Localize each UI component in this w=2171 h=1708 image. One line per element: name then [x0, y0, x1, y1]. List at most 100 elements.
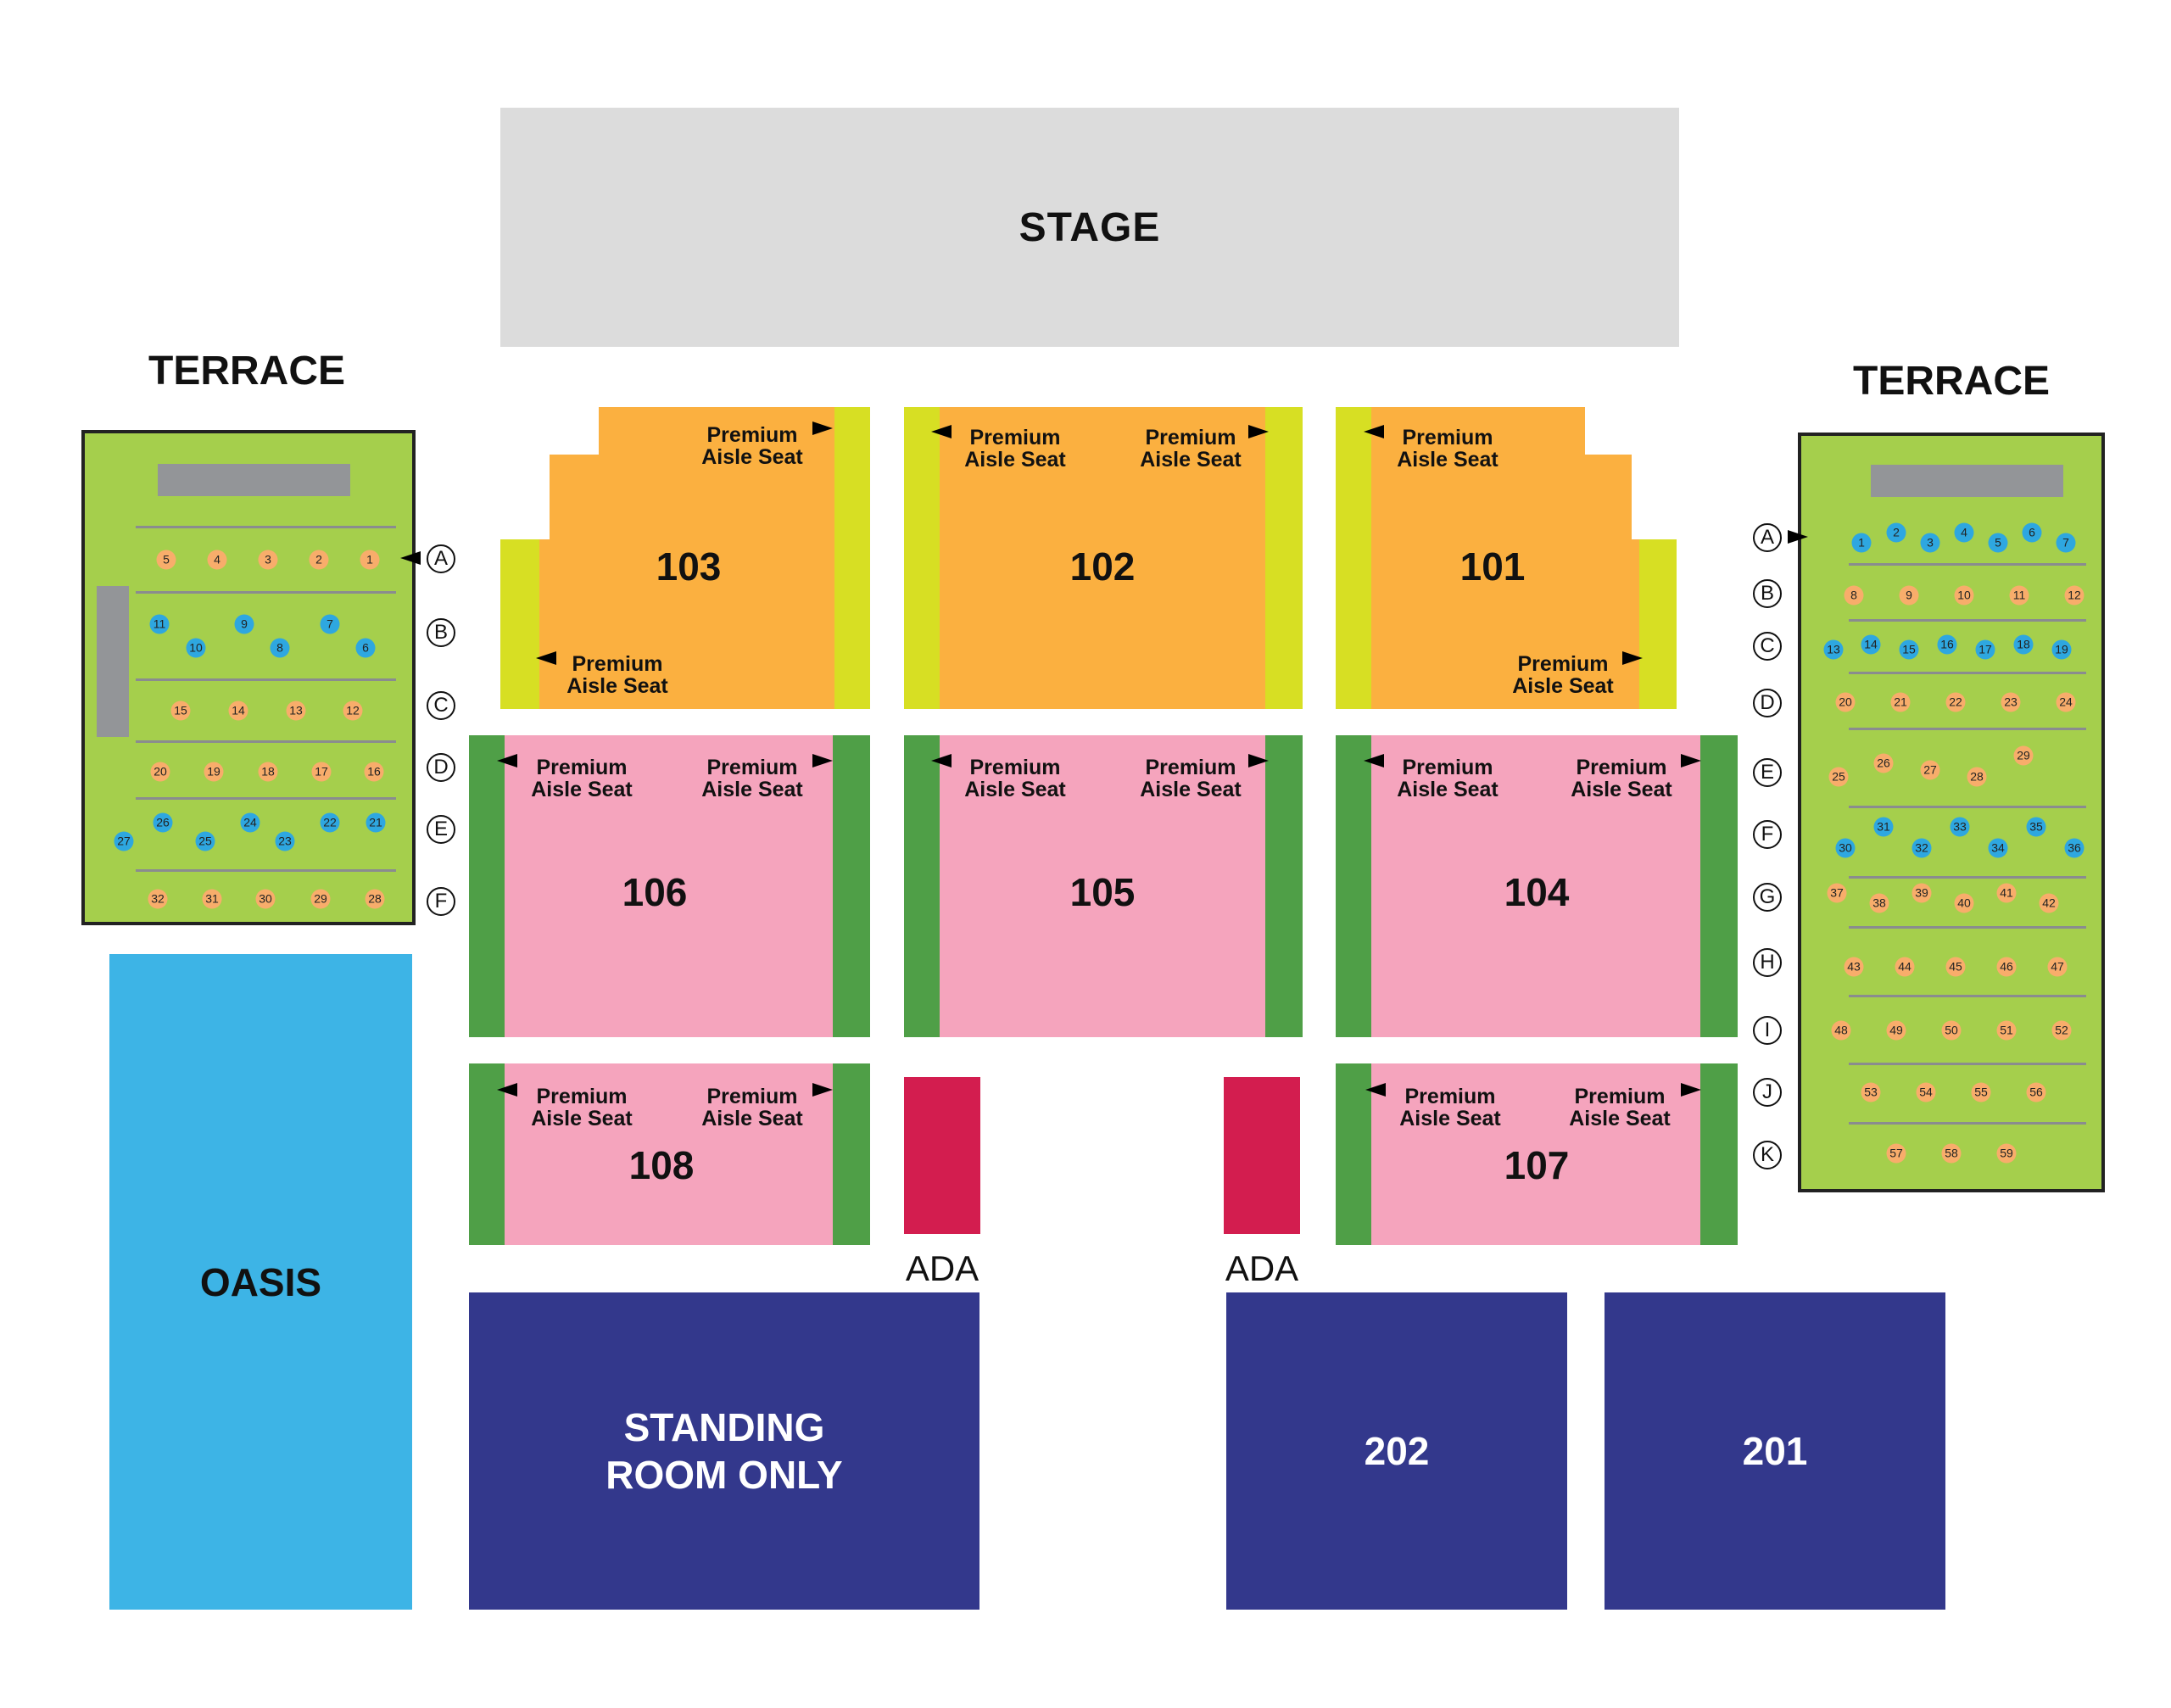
- terrace-right-seat-2[interactable]: 2: [1886, 522, 1906, 543]
- terrace-right-seat-46[interactable]: 46: [1996, 957, 2017, 977]
- terrace-left-seat-32[interactable]: 32: [148, 889, 168, 909]
- terrace-right-seat-18[interactable]: 18: [2013, 634, 2034, 655]
- terrace-left-seat-29[interactable]: 29: [310, 889, 331, 909]
- terrace-right-seat-3[interactable]: 3: [1920, 533, 1940, 553]
- terrace-right-seat-26[interactable]: 26: [1873, 753, 1894, 773]
- terrace-right-seat-55[interactable]: 55: [1971, 1082, 1991, 1102]
- terrace-right-seat-4[interactable]: 4: [1954, 522, 1974, 543]
- terrace-right-seat-32[interactable]: 32: [1911, 838, 1932, 858]
- terrace-right-seat-49[interactable]: 49: [1886, 1020, 1906, 1041]
- terrace-left-seat-12[interactable]: 12: [343, 701, 363, 721]
- terrace-left-seat-13[interactable]: 13: [286, 701, 306, 721]
- terrace-left-seat-21[interactable]: 21: [366, 812, 386, 833]
- terrace-left-seat-14[interactable]: 14: [228, 701, 248, 721]
- terrace-right-seat-11[interactable]: 11: [2009, 585, 2029, 606]
- terrace-left-seat-19[interactable]: 19: [204, 762, 224, 782]
- terrace-right-seat-7[interactable]: 7: [2056, 533, 2076, 553]
- terrace-right-seat-47[interactable]: 47: [2047, 957, 2068, 977]
- terrace-right-seat-10[interactable]: 10: [1954, 585, 1974, 606]
- terrace-left-seat-9[interactable]: 9: [234, 614, 254, 634]
- terrace-left-seat-24[interactable]: 24: [240, 812, 260, 833]
- terrace-right-seat-17[interactable]: 17: [1975, 639, 1995, 660]
- standing-room-only[interactable]: STANDING ROOM ONLY: [469, 1292, 979, 1610]
- terrace-right-seat-25[interactable]: 25: [1828, 767, 1849, 787]
- terrace-right-seat-14[interactable]: 14: [1861, 634, 1881, 655]
- terrace-left-seat-5[interactable]: 5: [156, 550, 176, 570]
- terrace-right-seat-28[interactable]: 28: [1967, 767, 1987, 787]
- terrace-right-seat-42[interactable]: 42: [2039, 893, 2059, 913]
- terrace-right-seat-41[interactable]: 41: [1996, 883, 2017, 903]
- terrace-right-seat-21[interactable]: 21: [1890, 692, 1911, 712]
- section-202[interactable]: 202: [1226, 1292, 1567, 1610]
- terrace-right-seat-38[interactable]: 38: [1869, 893, 1889, 913]
- terrace-right-seat-30[interactable]: 30: [1835, 838, 1856, 858]
- terrace-right-seat-24[interactable]: 24: [2056, 692, 2076, 712]
- terrace-right-seat-43[interactable]: 43: [1844, 957, 1864, 977]
- terrace-left-seat-3[interactable]: 3: [258, 550, 278, 570]
- terrace-right-seat-36[interactable]: 36: [2064, 838, 2084, 858]
- oasis-area[interactable]: OASIS: [109, 954, 412, 1610]
- ada-area-left[interactable]: [904, 1077, 980, 1234]
- terrace-right-seat-15[interactable]: 15: [1899, 639, 1919, 660]
- terrace-right-seat-57[interactable]: 57: [1886, 1143, 1906, 1164]
- terrace-right-seat-48[interactable]: 48: [1831, 1020, 1851, 1041]
- terrace-left-seat-31[interactable]: 31: [202, 889, 222, 909]
- terrace-right-seat-16[interactable]: 16: [1937, 634, 1957, 655]
- terrace-right-seat-27[interactable]: 27: [1920, 760, 1940, 780]
- section-201[interactable]: 201: [1605, 1292, 1945, 1610]
- terrace-right-seat-51[interactable]: 51: [1996, 1020, 2017, 1041]
- terrace-right-seat-23[interactable]: 23: [2001, 692, 2021, 712]
- terrace-left-seat-26[interactable]: 26: [153, 812, 173, 833]
- terrace-right-seat-58[interactable]: 58: [1941, 1143, 1962, 1164]
- terrace-left-seat-10[interactable]: 10: [186, 638, 206, 658]
- terrace-right-seat-5[interactable]: 5: [1988, 533, 2008, 553]
- terrace-right-seat-19[interactable]: 19: [2051, 639, 2072, 660]
- terrace-right-seat-56[interactable]: 56: [2026, 1082, 2046, 1102]
- terrace-right-seat-9[interactable]: 9: [1899, 585, 1919, 606]
- terrace-right-seat-20[interactable]: 20: [1835, 692, 1856, 712]
- terrace-right-seat-6[interactable]: 6: [2022, 522, 2042, 543]
- terrace-left-seat-7[interactable]: 7: [320, 614, 340, 634]
- terrace-right-seat-50[interactable]: 50: [1941, 1020, 1962, 1041]
- terrace-left-seat-30[interactable]: 30: [255, 889, 276, 909]
- terrace-right-seat-53[interactable]: 53: [1861, 1082, 1881, 1102]
- terrace-left-seat-25[interactable]: 25: [195, 831, 215, 851]
- section-104-aisle-right: [1700, 735, 1738, 1037]
- terrace-right-seat-37[interactable]: 37: [1827, 883, 1847, 903]
- terrace-right-seat-34[interactable]: 34: [1988, 838, 2008, 858]
- terrace-right-seat-52[interactable]: 52: [2051, 1020, 2072, 1041]
- terrace-left-seat-4[interactable]: 4: [207, 550, 227, 570]
- terrace-right-seat-35[interactable]: 35: [2026, 817, 2046, 837]
- terrace-left-seat-28[interactable]: 28: [365, 889, 385, 909]
- terrace-right-seat-12[interactable]: 12: [2064, 585, 2084, 606]
- terrace-right-seat-8[interactable]: 8: [1844, 585, 1864, 606]
- terrace-left-seat-17[interactable]: 17: [311, 762, 332, 782]
- terrace-right-seat-1[interactable]: 1: [1851, 533, 1872, 553]
- terrace-right-seat-59[interactable]: 59: [1996, 1143, 2017, 1164]
- ada-area-right[interactable]: [1224, 1077, 1300, 1234]
- terrace-right-seat-13[interactable]: 13: [1823, 639, 1844, 660]
- terrace-right-seat-45[interactable]: 45: [1945, 957, 1966, 977]
- terrace-right-seat-39[interactable]: 39: [1911, 883, 1932, 903]
- terrace-left-seat-22[interactable]: 22: [320, 812, 340, 833]
- terrace-left-seat-11[interactable]: 11: [149, 614, 170, 634]
- terrace-right-seat-44[interactable]: 44: [1895, 957, 1915, 977]
- terrace-right-seat-33[interactable]: 33: [1950, 817, 1970, 837]
- terrace-left-seat-18[interactable]: 18: [258, 762, 278, 782]
- terrace-right-seat-54[interactable]: 54: [1916, 1082, 1936, 1102]
- terrace-left-seat-27[interactable]: 27: [114, 831, 134, 851]
- terrace-right-seat-40[interactable]: 40: [1954, 893, 1974, 913]
- terrace-left-seat-8[interactable]: 8: [270, 638, 290, 658]
- terrace-left-seat-15[interactable]: 15: [170, 701, 191, 721]
- terrace-left-seat-20[interactable]: 20: [150, 762, 170, 782]
- terrace-left-seat-2[interactable]: 2: [309, 550, 329, 570]
- terrace-left-seat-1[interactable]: 1: [360, 550, 380, 570]
- terrace-right-seat-29[interactable]: 29: [2013, 745, 2034, 766]
- terrace-left-seat-16[interactable]: 16: [364, 762, 384, 782]
- terrace-left-seat-23[interactable]: 23: [275, 831, 295, 851]
- terrace-left-seat-6[interactable]: 6: [355, 638, 376, 658]
- terrace-right-seat-31[interactable]: 31: [1873, 817, 1894, 837]
- terrace-right-seat-22[interactable]: 22: [1945, 692, 1966, 712]
